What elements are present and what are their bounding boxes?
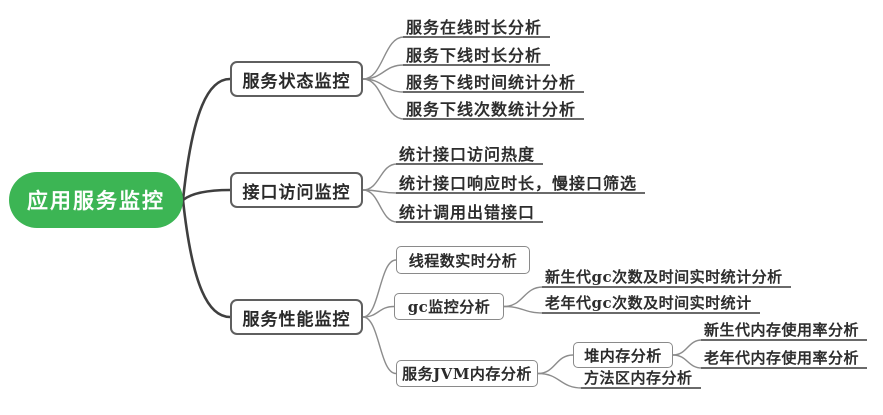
node-root[interactable]: 应用服务监控 [9, 172, 183, 228]
leaf-api-response-time-slow-filter[interactable]: 统计接口响应时长，慢接口筛选 [396, 173, 646, 194]
node-jvm-memory-analysis[interactable]: 服务JVM内存分析 [396, 360, 538, 387]
leaf-old-gen-gc-stats[interactable]: 老年代gc次数及时间实时统计 [542, 293, 760, 314]
leaf-method-area-memory[interactable]: 方法区内存分析 [581, 368, 701, 389]
node-service-status-monitor[interactable]: 服务状态监控 [230, 61, 363, 97]
leaf-service-offline-time-stats[interactable]: 服务下线时间统计分析 [403, 72, 585, 93]
leaf-young-gen-memory-usage[interactable]: 新生代内存使用率分析 [701, 320, 868, 341]
leaf-young-gen-gc-stats[interactable]: 新生代gc次数及时间实时统计分析 [542, 267, 791, 288]
node-heap-memory-analysis[interactable]: 堆内存分析 [573, 342, 673, 368]
node-api-access-monitor[interactable]: 接口访问监控 [230, 172, 363, 208]
leaf-service-offline-count-stats[interactable]: 服务下线次数统计分析 [403, 99, 585, 120]
node-thread-count-realtime[interactable]: 线程数实时分析 [396, 246, 530, 274]
leaf-api-error-calls[interactable]: 统计调用出错接口 [396, 202, 544, 223]
leaf-service-offline-duration[interactable]: 服务下线时长分析 [403, 45, 551, 66]
leaf-service-online-duration[interactable]: 服务在线时长分析 [403, 17, 551, 38]
leaf-old-gen-memory-usage[interactable]: 老年代内存使用率分析 [701, 348, 868, 369]
leaf-api-access-heat[interactable]: 统计接口访问热度 [396, 144, 544, 165]
node-gc-monitor-analysis[interactable]: gc监控分析 [394, 293, 504, 320]
node-service-performance-monitor[interactable]: 服务性能监控 [230, 299, 363, 335]
